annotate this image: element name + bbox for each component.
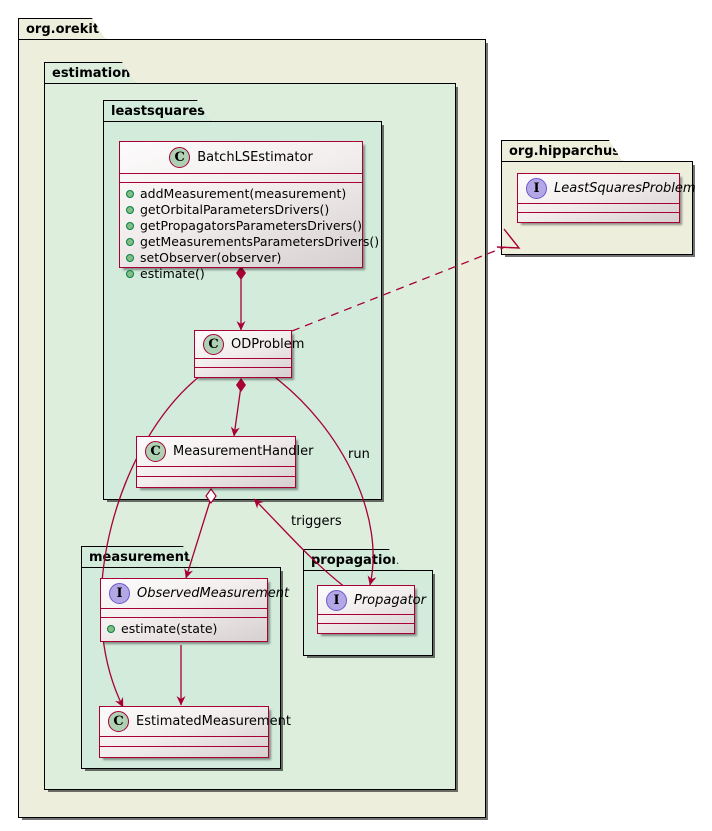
method-row: addMeasurement(measurement) <box>126 186 356 202</box>
interface-propagator[interactable]: I Propagator <box>317 585 426 634</box>
class-measurementhandler-fields <box>137 467 295 477</box>
method-label: estimate() <box>140 266 205 281</box>
interface-propagator-methods <box>318 624 414 633</box>
interface-leastsquaresproblem-fields <box>518 204 679 213</box>
class-measurementhandler[interactable]: C MeasurementHandler <box>136 436 313 488</box>
class-batchlsestimator-methods: addMeasurement(measurement) getOrbitalPa… <box>120 183 379 286</box>
interface-leastsquaresproblem-header: I LeastSquaresProblem <box>518 174 696 204</box>
class-stereotype-icon: C <box>145 441 166 462</box>
class-odproblem-header: C ODProblem <box>195 331 304 359</box>
edge-label-run: run <box>348 447 370 462</box>
public-visibility-icon <box>107 625 115 633</box>
edge-label-triggers: triggers <box>291 514 342 529</box>
class-estimatedmeasurement[interactable]: C EstimatedMeasurement <box>99 706 291 758</box>
package-org-orekit-label: org.orekit <box>26 22 100 37</box>
method-label: getPropagatorsParametersDrivers() <box>140 218 363 233</box>
class-stereotype-icon: C <box>169 147 191 168</box>
interface-observedmeasurement-fields <box>101 609 267 618</box>
public-visibility-icon <box>126 206 134 214</box>
class-batchlsestimator-name: BatchLSEstimator <box>197 150 313 165</box>
class-measurementhandler-methods <box>137 477 295 487</box>
method-label: estimate(state) <box>121 621 218 636</box>
package-estimation-tab: estimation <box>44 62 136 84</box>
public-visibility-icon <box>126 190 134 198</box>
interface-leastsquaresproblem-methods <box>518 213 679 222</box>
method-row: estimate() <box>126 266 356 282</box>
method-row: getPropagatorsParametersDrivers() <box>126 218 362 234</box>
class-measurementhandler-header: C MeasurementHandler <box>137 437 313 467</box>
class-batchlsestimator[interactable]: C BatchLSEstimator addMeasurement(measur… <box>119 141 379 281</box>
interface-observedmeasurement-methods: estimate(state) <box>101 618 267 641</box>
package-propagation-tab: propagation <box>303 549 403 571</box>
package-org-orekit-tab: org.orekit <box>18 18 106 40</box>
method-row: getMeasurementsParametersDrivers() <box>126 234 379 250</box>
class-stereotype-icon: C <box>203 334 224 355</box>
interface-propagator-name: Propagator <box>354 592 426 608</box>
class-estimatedmeasurement-fields <box>100 737 268 747</box>
interface-observedmeasurement[interactable]: I ObservedMeasurement estimate(state) <box>100 578 289 642</box>
method-label: getOrbitalParametersDrivers() <box>140 202 330 217</box>
package-measurements-label: measurements <box>89 550 198 565</box>
package-org-hipparchus-label: org.hipparchus <box>509 144 621 159</box>
class-batchlsestimator-fields <box>120 174 362 183</box>
method-row: getOrbitalParametersDrivers() <box>126 202 356 218</box>
method-row: setObserver(observer) <box>126 250 356 266</box>
class-odproblem-name: ODProblem <box>231 337 305 352</box>
interface-leastsquaresproblem[interactable]: I LeastSquaresProblem <box>517 173 696 223</box>
class-measurementhandler-name: MeasurementHandler <box>173 444 314 459</box>
public-visibility-icon <box>126 254 134 262</box>
interface-observedmeasurement-name: ObservedMeasurement <box>137 586 290 601</box>
public-visibility-icon <box>126 270 134 278</box>
package-estimation-label: estimation <box>52 66 131 81</box>
interface-stereotype-icon: I <box>326 589 347 611</box>
class-odproblem-fields <box>195 359 291 368</box>
interface-observedmeasurement-header: I ObservedMeasurement <box>101 579 289 609</box>
method-label: getMeasurementsParametersDrivers() <box>140 234 380 249</box>
public-visibility-icon <box>126 222 134 230</box>
interface-leastsquaresproblem-name: LeastSquaresProblem <box>554 181 696 196</box>
method-row: estimate(state) <box>107 621 261 637</box>
package-leastsquares-tab: leastsquares <box>103 100 211 122</box>
package-leastsquares-label: leastsquares <box>111 104 206 119</box>
public-visibility-icon <box>126 238 134 246</box>
interface-stereotype-icon: I <box>526 178 547 199</box>
package-measurements-tab: measurements <box>81 546 197 568</box>
interface-propagator-header: I Propagator <box>318 586 426 615</box>
class-odproblem-methods <box>195 368 291 377</box>
method-label: setObserver(observer) <box>140 250 282 265</box>
package-propagation-label: propagation <box>311 553 401 568</box>
interface-propagator-fields <box>318 615 414 624</box>
class-odproblem[interactable]: C ODProblem <box>194 330 304 378</box>
class-stereotype-icon: C <box>108 711 129 732</box>
interface-stereotype-icon: I <box>109 583 130 604</box>
class-batchlsestimator-header: C BatchLSEstimator <box>120 142 362 174</box>
class-estimatedmeasurement-header: C EstimatedMeasurement <box>100 707 291 737</box>
class-estimatedmeasurement-methods <box>100 747 268 757</box>
method-label: addMeasurement(measurement) <box>140 186 347 201</box>
package-org-hipparchus-tab: org.hipparchus <box>501 140 623 162</box>
class-estimatedmeasurement-name: EstimatedMeasurement <box>136 714 291 729</box>
